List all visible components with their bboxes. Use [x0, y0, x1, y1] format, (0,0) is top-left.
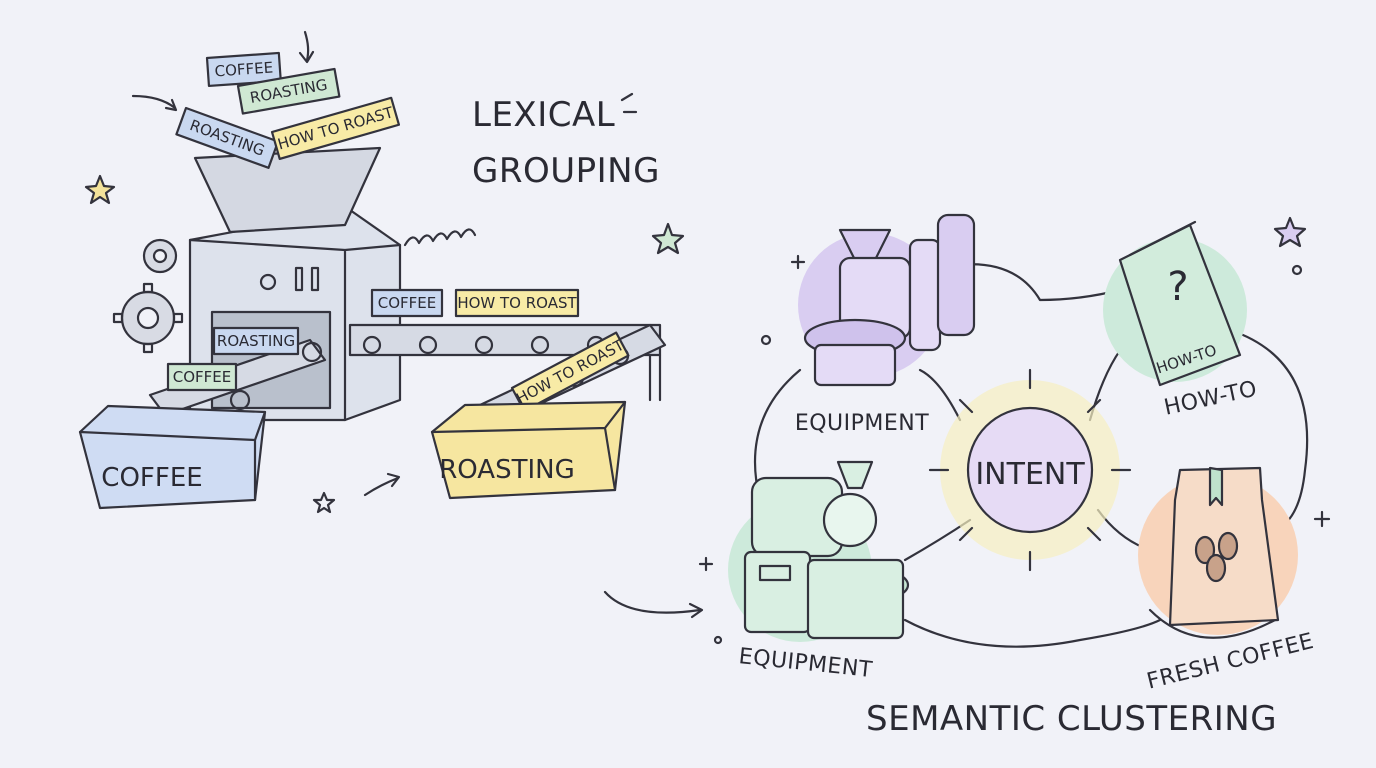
dot-decoration [1291, 264, 1303, 276]
arrow-right-icon [603, 590, 702, 614]
arrow-head [164, 98, 178, 112]
fresh-coffee-node: FRESH COFFEE [1138, 466, 1316, 695]
arrow-down-icon [303, 30, 310, 62]
semantic-clustering-section: INTENT EQUIPMENT ? HOW-TO HOW-TO [603, 213, 1331, 739]
star-icon [312, 491, 336, 514]
svg-text:ROASTING: ROASTING [439, 455, 575, 485]
hopper-tag: ROASTING [236, 67, 341, 115]
equipment-top-node: EQUIPMENT [795, 213, 976, 436]
hopper [193, 146, 382, 234]
coffee-bean-icon [1194, 535, 1216, 565]
belt-tag: HOW TO ROAST [454, 288, 580, 318]
arrow-head [386, 472, 401, 488]
question-mark-icon: ? [1167, 264, 1188, 310]
svg-text:FRESH COFFEE: FRESH COFFEE [1144, 629, 1316, 695]
arrow-head [298, 50, 315, 64]
arrow-head [688, 602, 704, 619]
svg-text:INTENT: INTENT [975, 457, 1085, 492]
dot-decoration [713, 635, 723, 645]
lexical-grouping-section: COFFEE ROASTING ROASTING HOW TO ROAST CO… [78, 30, 685, 514]
gear-icon [112, 282, 184, 354]
svg-text:EQUIPMENT: EQUIPMENT [795, 411, 929, 436]
intent-links [903, 328, 1152, 562]
arrow-right-icon [363, 476, 400, 497]
svg-text:COFFEE: COFFEE [214, 58, 274, 80]
equipment-bottom-node: EQUIPMENT [728, 460, 910, 683]
star-icon [1273, 216, 1307, 248]
coffee-bean-icon [1217, 531, 1239, 561]
svg-text:EQUIPMENT: EQUIPMENT [738, 644, 874, 683]
star-icon [84, 174, 116, 205]
intent-node: INTENT [928, 368, 1132, 572]
coffee-bean-icon [1205, 553, 1227, 583]
svg-text:HOW-TO: HOW-TO [1162, 377, 1260, 421]
belt-tag: ROASTING [212, 326, 300, 356]
bin-coffee: COFFEE [78, 404, 267, 510]
lexical-title-line-1: LEXICAL [472, 95, 615, 135]
howto-node: ? HOW-TO HOW-TO [1103, 220, 1260, 421]
star-icon [651, 222, 685, 255]
belt-tag: COFFEE [166, 362, 238, 392]
roaster-chimney [908, 238, 942, 352]
svg-text:COFFEE: COFFEE [101, 463, 202, 493]
svg-text:ROASTING: ROASTING [217, 332, 295, 350]
cluster-link-loop [753, 263, 1309, 648]
arrow-right-icon [131, 94, 177, 110]
roaster-tank [936, 213, 976, 337]
lexical-title-line-2: GROUPING [472, 151, 660, 191]
semantic-title: SEMANTIC CLUSTERING [866, 699, 1277, 739]
bin-roasting: ROASTING [430, 400, 627, 500]
sparkle-icon [698, 254, 1331, 572]
dot-decoration [760, 334, 772, 346]
svg-text:HOW TO ROAST: HOW TO ROAST [457, 294, 577, 312]
svg-text:COFFEE: COFFEE [378, 294, 437, 312]
upper-conveyor [348, 323, 662, 402]
belt-tag: COFFEE [370, 288, 444, 318]
sun-rays [928, 368, 1132, 572]
roaster-funnel [836, 460, 874, 490]
gear-icon [142, 238, 178, 274]
svg-text:COFFEE: COFFEE [173, 368, 232, 386]
sparkle-icon [620, 92, 638, 114]
hopper-tag: COFFEE [205, 51, 282, 88]
